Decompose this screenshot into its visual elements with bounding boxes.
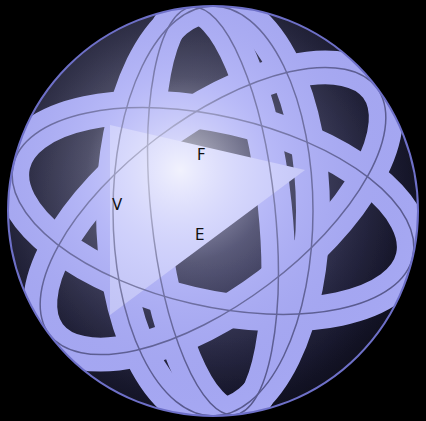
point-label: E: [195, 228, 204, 243]
sphere-highlight: [8, 6, 418, 416]
point-label: F: [197, 148, 206, 163]
point-label: V: [112, 198, 122, 213]
sphere-interior: [8, 6, 418, 416]
sphere-outline: [8, 6, 418, 416]
